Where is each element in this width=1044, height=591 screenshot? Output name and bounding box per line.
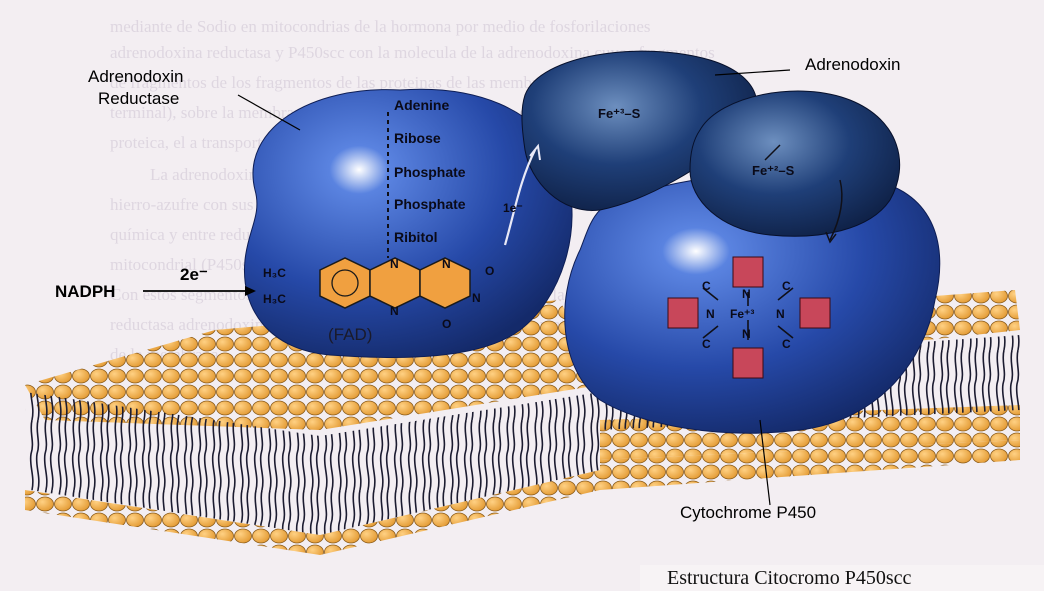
label-n1: N <box>390 257 399 271</box>
chain-ribitol: Ribitol <box>394 229 438 245</box>
heme-c3: C <box>702 337 711 351</box>
chain-phosphate-1: Phosphate <box>394 164 466 180</box>
label-nadph: NADPH <box>55 282 115 301</box>
heme-c1: C <box>702 279 711 293</box>
label-fe2: Fe⁺²–S <box>752 163 795 178</box>
heme-c2: C <box>782 279 791 293</box>
label-h3c-top: H₃C <box>263 266 286 280</box>
chain-adenine: Adenine <box>394 97 449 113</box>
label-o1: O <box>485 264 494 278</box>
label-adrenodoxin-reductase-line1: Adrenodoxin <box>88 67 183 86</box>
caption: Estructura Citocromo P450scc <box>667 567 912 589</box>
heme-fe: Fe⁺³ <box>730 307 754 321</box>
heme-n-left: N <box>706 307 715 321</box>
label-adrenodoxin-reductase-line2: Reductase <box>98 89 179 108</box>
svg-text:mediante de Sodio en mitocondr: mediante de Sodio en mitocondrias de la … <box>110 17 651 36</box>
heme-n-top: N <box>742 287 751 301</box>
adrenodoxin-lobe-right <box>690 91 900 236</box>
label-o2: O <box>442 317 451 331</box>
chain-phosphate-2: Phosphate <box>394 196 466 212</box>
label-cytochrome-p450: Cytochrome P450 <box>680 503 816 522</box>
chain-ribose: Ribose <box>394 130 441 146</box>
heme-n-bottom: N <box>742 327 751 341</box>
label-1e: 1e⁻ <box>503 201 523 215</box>
label-n2: N <box>442 257 451 271</box>
label-n4: N <box>472 291 481 305</box>
heme-n-right: N <box>776 307 785 321</box>
label-2e: 2e⁻ <box>180 265 208 284</box>
label-h3c-bottom: H₃C <box>263 292 286 306</box>
heme-c4: C <box>782 337 791 351</box>
label-fe3: Fe⁺³–S <box>598 106 641 121</box>
label-fad: (FAD) <box>328 325 372 344</box>
label-adrenodoxin: Adrenodoxin <box>805 55 900 74</box>
label-n3: N <box>390 304 399 318</box>
